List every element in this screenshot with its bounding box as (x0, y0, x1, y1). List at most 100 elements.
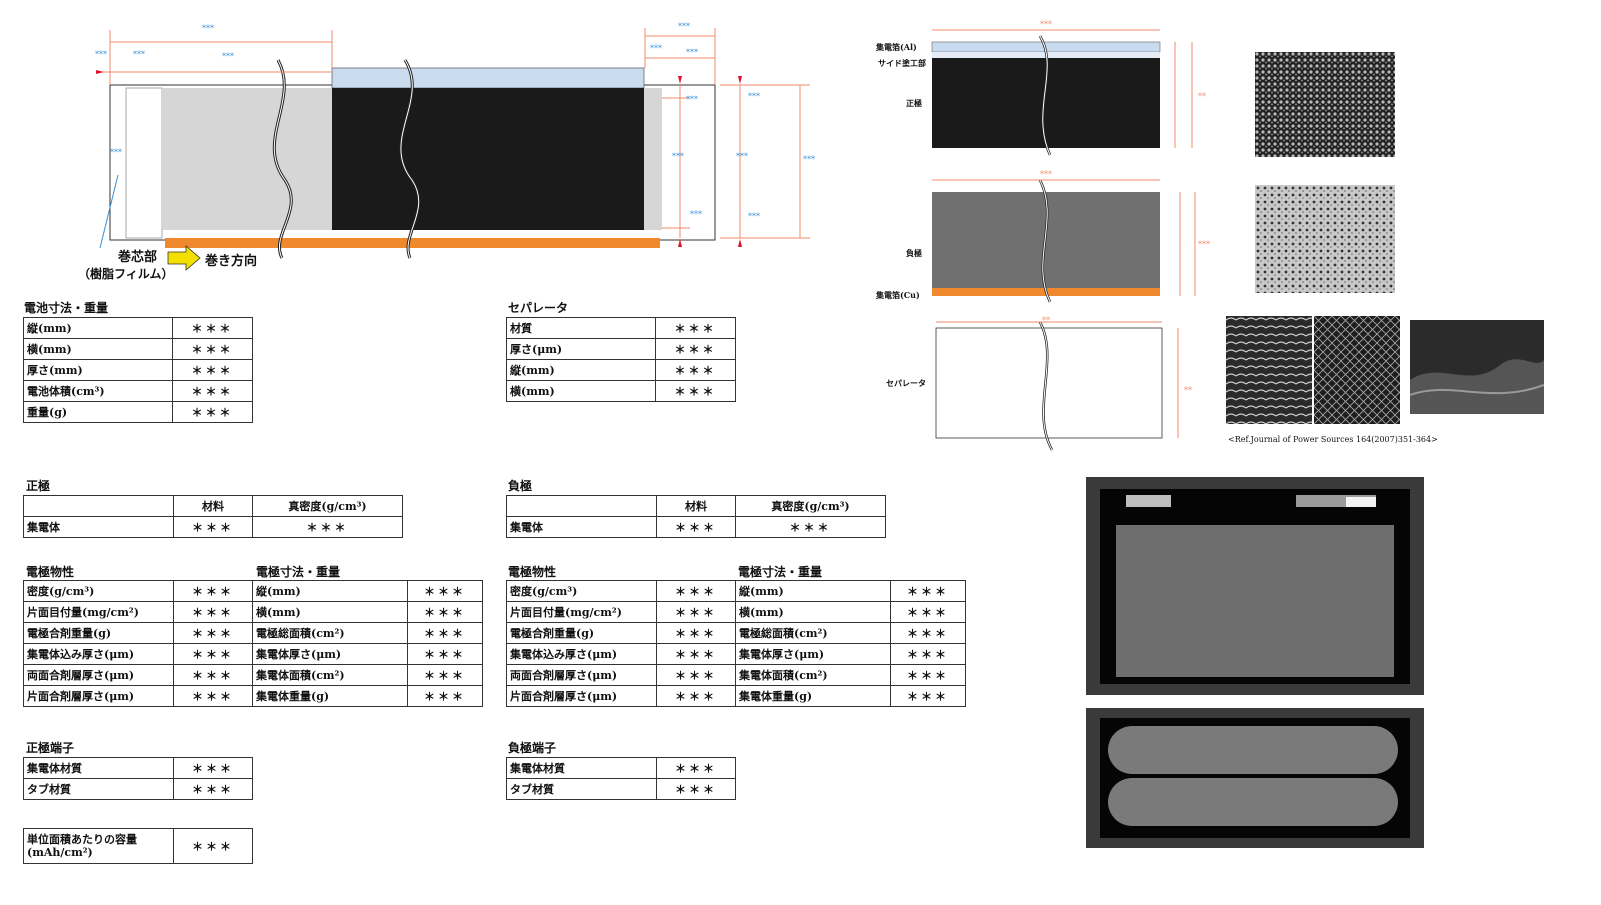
row-label: 両面合剤層厚さ(μm) (23, 664, 174, 686)
table-row: 集電体＊＊＊＊＊＊ (506, 516, 886, 538)
row-label: 集電体厚さ(μm) (252, 643, 408, 665)
anode-terminal-table: 集電体材質＊＊＊ タブ材質＊＊＊ (506, 757, 736, 800)
dim-label: *** (686, 48, 698, 57)
row-label: 集電体込み厚さ(μm) (23, 643, 174, 665)
row-label: 集電体 (506, 516, 657, 538)
anode-title: 負極 (508, 479, 533, 493)
table-row: タブ材質＊＊＊ (23, 778, 253, 800)
separator-region (162, 88, 332, 230)
row-label: 片面目付量(mg/cm²) (506, 601, 657, 623)
table-row: 密度(g/cm³)＊＊＊縦(mm)＊＊＊ (506, 580, 966, 602)
reference-note: <Ref.Journal of Power Sources 164(2007)3… (1228, 435, 1438, 444)
anode-sem-image (1255, 185, 1395, 293)
row-value: ＊＊＊ (173, 685, 253, 707)
row-value: ＊＊＊ (890, 622, 966, 644)
row-label: 集電体重量(g) (735, 685, 891, 707)
anode-material-table: 材料真密度(g/cm³) 集電体＊＊＊＊＊＊ (506, 495, 886, 538)
row-value: ＊＊＊ (655, 338, 736, 360)
row-label: 電極総面積(cm²) (735, 622, 891, 644)
battery-dims-table: 縦(mm)＊＊＊ 横(mm)＊＊＊ 厚さ(mm)＊＊＊ 電池体積(cm³)＊＊＊… (23, 317, 253, 423)
dim-label: *** (690, 210, 702, 219)
row-label: 片面目付量(mg/cm²) (23, 601, 174, 623)
table-row: 縦(mm)＊＊＊ (506, 359, 736, 381)
row-value: ＊＊＊ (173, 757, 253, 779)
row-value: ＊＊＊ (655, 380, 736, 402)
cathode-dim-top: *** (1040, 20, 1052, 29)
table-row: 電極合剤重量(g)＊＊＊電極総面積(cm²)＊＊＊ (506, 622, 966, 644)
row-value: ＊＊＊ (407, 664, 483, 686)
row-value: ＊＊＊ (656, 622, 736, 644)
table-row: 電極合剤重量(g)＊＊＊電極総面積(cm²)＊＊＊ (23, 622, 483, 644)
row-value: ＊＊＊ (173, 601, 253, 623)
row-value: ＊＊＊ (656, 580, 736, 602)
dim-label: *** (95, 50, 107, 59)
row-value: ＊＊＊ (656, 757, 736, 779)
row-label: 縦(mm) (735, 580, 891, 602)
dim-label: *** (736, 152, 748, 161)
row-label: 集電体込み厚さ(μm) (506, 643, 657, 665)
row-value: ＊＊＊ (172, 380, 253, 402)
table-row: 片面目付量(mg/cm²)＊＊＊横(mm)＊＊＊ (506, 601, 966, 623)
row-label: 厚さ(μm) (506, 338, 656, 360)
row-value: ＊＊＊ (890, 601, 966, 623)
row-value: ＊＊＊ (173, 622, 253, 644)
break-line-left-inner (273, 59, 292, 259)
anode-foil-label: 集電箔(Cu) (876, 290, 920, 300)
row-value: ＊＊＊ (407, 580, 483, 602)
separator-dim-side: ** (1184, 386, 1192, 395)
electrode-break-lines (1038, 35, 1054, 451)
row-value: ＊＊＊ (890, 664, 966, 686)
table-row: 横(mm)＊＊＊ (23, 338, 253, 360)
row-label: 材質 (506, 317, 656, 339)
row-value: ＊＊＊ (407, 685, 483, 707)
cathode-dims-title: 電極寸法・重量 (256, 565, 341, 579)
electrode-diagrams (931, 29, 1196, 451)
direction-label: 巻き方向 (205, 254, 258, 269)
separator-sheet (935, 327, 1163, 439)
row-label: 片面合剤層厚さ(μm) (506, 685, 657, 707)
separator-sem-image-2 (1314, 316, 1400, 424)
row-label: 横(mm) (23, 338, 173, 360)
row-value: ＊＊＊ (173, 643, 253, 665)
row-value: ＊＊＊ (407, 601, 483, 623)
row-label: 横(mm) (252, 601, 408, 623)
header-density: 真密度(g/cm³) (252, 495, 403, 517)
table-row: 集電体＊＊＊＊＊＊ (23, 516, 403, 538)
row-label: 密度(g/cm³) (506, 580, 657, 602)
separator-label: セパレータ (886, 378, 926, 388)
cathode-title: 正極 (26, 479, 51, 493)
separator-table: 材質＊＊＊ 厚さ(μm)＊＊＊ 縦(mm)＊＊＊ 横(mm)＊＊＊ (506, 317, 736, 402)
row-value: ＊＊＊ (890, 685, 966, 707)
cathode-terminal-title: 正極端子 (26, 741, 75, 755)
xray-top-view-image (1086, 477, 1424, 695)
table-row: 縦(mm)＊＊＊ (23, 317, 253, 339)
separator-sem-image-3 (1410, 320, 1544, 414)
cathode-dim-side: ** (1198, 92, 1206, 101)
row-label: 片面合剤層厚さ(μm) (23, 685, 174, 707)
table-row: 電池体積(cm³)＊＊＊ (23, 380, 253, 402)
dim-label: *** (222, 52, 234, 61)
header-material: 材料 (173, 495, 253, 517)
separator-dim-top: ** (1042, 316, 1050, 325)
row-value: ＊＊＊ (656, 778, 736, 800)
dim-label: *** (748, 92, 760, 101)
row-label: タブ材質 (23, 778, 174, 800)
anode-dim-side: *** (1198, 240, 1210, 249)
winding-diagram (96, 28, 810, 271)
anode-props-title: 電極物性 (508, 565, 557, 579)
row-value: ＊＊＊ (407, 622, 483, 644)
aluminum-strip (331, 67, 645, 89)
cathode-terminal-table: 集電体材質＊＊＊ タブ材質＊＊＊ (23, 757, 253, 800)
separator-title: セパレータ (508, 301, 569, 315)
table-row: 密度(g/cm³)＊＊＊縦(mm)＊＊＊ (23, 580, 483, 602)
anode-terminal-title: 負極端子 (508, 741, 557, 755)
table-row: タブ材質＊＊＊ (506, 778, 736, 800)
film-label: （樹脂フィルム） (78, 267, 174, 281)
dimension-lines (100, 28, 810, 239)
cathode-sem-image (1255, 52, 1395, 157)
row-value: ＊＊＊ (656, 664, 736, 686)
row-label: タブ材質 (506, 778, 657, 800)
anode-dims-title: 電極寸法・重量 (738, 565, 823, 579)
core-pointer-line (99, 174, 119, 249)
row-label: 横(mm) (506, 380, 656, 402)
